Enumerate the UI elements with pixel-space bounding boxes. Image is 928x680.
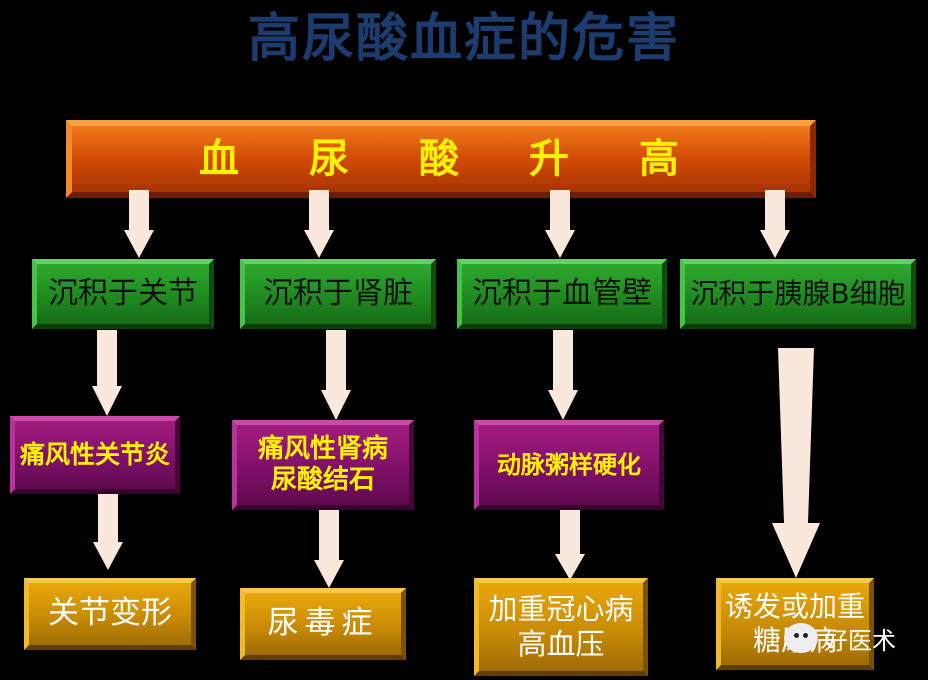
- node-label: 沉积于关节: [48, 276, 198, 311]
- arrow-joint-to-gout: [92, 330, 122, 416]
- node-label-line1: 加重冠心病: [488, 592, 634, 627]
- root-char: 高: [639, 136, 683, 182]
- node-deposit-vessel-wall: 沉积于血管壁: [457, 259, 667, 329]
- root-node-hyperuricemia: 血 尿 酸 升 高: [66, 120, 816, 198]
- node-label: 沉积于胰腺B细胞: [690, 277, 906, 311]
- arrow-root-to-vessel: [545, 190, 575, 258]
- arrow-root-to-pancreas: [760, 190, 790, 258]
- root-char: 升: [529, 136, 573, 182]
- arrow-gout-to-deformity: [93, 494, 123, 570]
- arrow-root-to-kidney: [304, 190, 334, 258]
- watermark: 好医术: [784, 620, 896, 656]
- arrow-atherosclerosis-to-chd: [555, 510, 585, 580]
- node-uremia: 尿毒症: [240, 588, 406, 660]
- node-label: 痛风性关节炎: [19, 440, 170, 469]
- node-deposit-kidney: 沉积于肾脏: [240, 259, 436, 329]
- node-label: 沉积于肾脏: [263, 276, 413, 311]
- node-coronary-hypertension: 加重冠心病 高血压: [474, 578, 648, 676]
- arrow-vessel-to-atherosclerosis: [548, 330, 578, 420]
- root-char: 血: [199, 136, 243, 182]
- node-joint-deformity: 关节变形: [24, 578, 196, 650]
- node-diabetes: 诱发或加重 糖尿病: [716, 578, 874, 670]
- arrow-pancreas-to-diabetes: [772, 348, 820, 578]
- arrow-nephropathy-to-uremia: [314, 510, 344, 588]
- node-gouty-arthritis: 痛风性关节炎: [10, 416, 180, 494]
- node-label: 尿毒症: [267, 605, 379, 642]
- node-deposit-pancreas-b-cells: 沉积于胰腺B细胞: [680, 259, 916, 329]
- node-label-line2: 尿酸结石: [270, 465, 375, 495]
- watermark-text: 好医术: [824, 626, 896, 655]
- root-char: 尿: [309, 136, 353, 182]
- node-label-line1: 诱发或加重: [724, 590, 865, 624]
- node-deposit-joint: 沉积于关节: [32, 259, 214, 329]
- node-gouty-nephropathy: 痛风性肾病 尿酸结石: [232, 420, 414, 510]
- wechat-icon: [784, 623, 818, 653]
- node-label: 动脉粥样硬化: [497, 450, 641, 479]
- root-char: 酸: [419, 136, 463, 182]
- node-atherosclerosis: 动脉粥样硬化: [474, 420, 664, 510]
- node-label-line2: 高血压: [517, 627, 605, 661]
- page-title: 高尿酸血症的危害: [247, 8, 680, 69]
- arrow-kidney-to-nephropathy: [321, 330, 351, 420]
- arrow-root-to-joint: [124, 190, 154, 258]
- node-label: 关节变形: [48, 595, 172, 632]
- node-label: 沉积于血管壁: [472, 276, 652, 311]
- node-label-line1: 痛风性肾病: [257, 433, 388, 464]
